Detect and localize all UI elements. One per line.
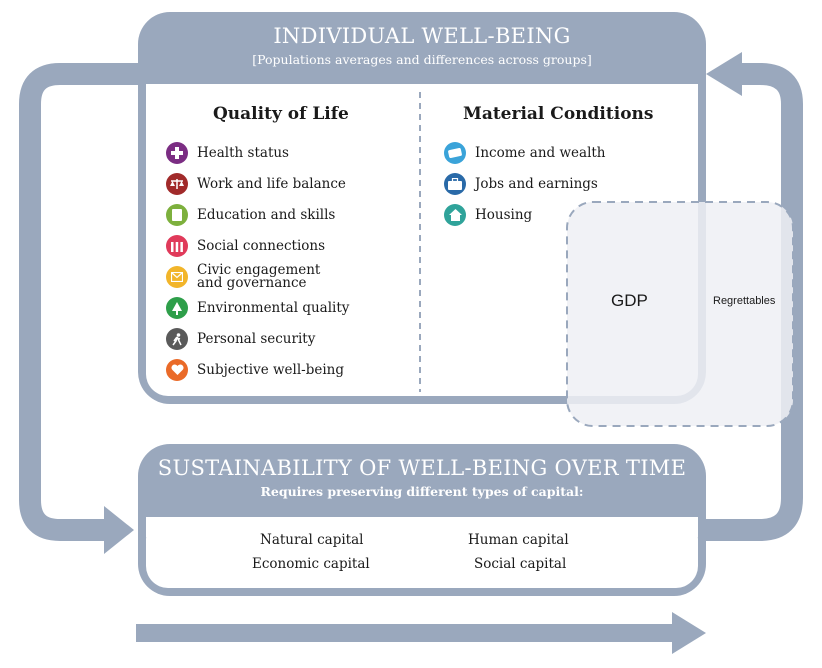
mc-item-jobs: Jobs and earnings	[444, 173, 598, 195]
mc-item-label: Income and wealth	[475, 144, 606, 161]
qol-item-work-life: Work and life balance	[166, 173, 346, 195]
tree-icon	[166, 297, 188, 319]
qol-item-label: Social connections	[197, 237, 326, 254]
individual-subtitle: [Populations averages and differences ac…	[252, 52, 592, 67]
regrettables-label: Regrettables	[713, 295, 776, 307]
qol-item-label: Subjective well-being	[197, 361, 344, 378]
capital-natural: Natural capital	[260, 532, 364, 548]
sustainability-title: SUSTAINABILITY OF WELL-BEING OVER TIME	[157, 456, 687, 480]
qol-item-label: Education and skills	[197, 206, 336, 223]
capital-social: Social capital	[474, 556, 567, 572]
gdp-label: GDP	[611, 291, 648, 310]
time-arrow-shaft	[136, 624, 676, 642]
qol-item-security: Personal security	[166, 328, 315, 350]
book-icon	[166, 204, 188, 226]
money-icon	[444, 142, 466, 164]
qol-item-health: Health status	[166, 142, 289, 164]
qol-item-label: Civic engagement and governance	[197, 262, 321, 291]
right-loop-arrowhead	[706, 52, 742, 96]
envelope-icon	[166, 266, 188, 288]
left-loop-arrowhead	[104, 506, 134, 554]
qol-item-label: Personal security	[197, 330, 316, 347]
qol-item-label: Work and life balance	[197, 175, 346, 192]
material-conditions-title: Material Conditions	[463, 104, 654, 124]
qol-item-subjective: Subjective well-being	[166, 359, 344, 381]
heart-icon	[166, 359, 188, 381]
sustainability-subtitle: Requires preserving different types of c…	[260, 484, 584, 499]
quality-of-life-title: Quality of Life	[213, 104, 349, 124]
qol-item-social: Social connections	[166, 235, 325, 257]
gdp-box	[566, 201, 794, 427]
people-icon	[166, 235, 188, 257]
mc-item-housing: Housing	[444, 204, 532, 226]
health-cross-icon	[166, 142, 188, 164]
scales-icon	[166, 173, 188, 195]
time-arrow-head	[672, 612, 706, 654]
qol-item-label: Environmental quality	[197, 299, 350, 316]
qol-item-civic: Civic engagement and governance	[166, 262, 321, 291]
individual-title: INDIVIDUAL WELL-BEING	[273, 24, 571, 48]
capital-economic: Economic capital	[252, 556, 370, 572]
house-icon	[444, 204, 466, 226]
mc-item-label: Jobs and earnings	[475, 175, 598, 192]
briefcase-icon	[444, 173, 466, 195]
qol-item-environment: Environmental quality	[166, 297, 349, 319]
qol-item-label: Health status	[197, 144, 289, 161]
qol-item-education: Education and skills	[166, 204, 335, 226]
left-loop-arrow	[19, 63, 138, 541]
individual-box-inner	[146, 84, 698, 396]
runner-icon	[166, 328, 188, 350]
mc-item-label: Housing	[475, 206, 533, 223]
capital-human: Human capital	[468, 532, 569, 548]
mc-item-income: Income and wealth	[444, 142, 606, 164]
